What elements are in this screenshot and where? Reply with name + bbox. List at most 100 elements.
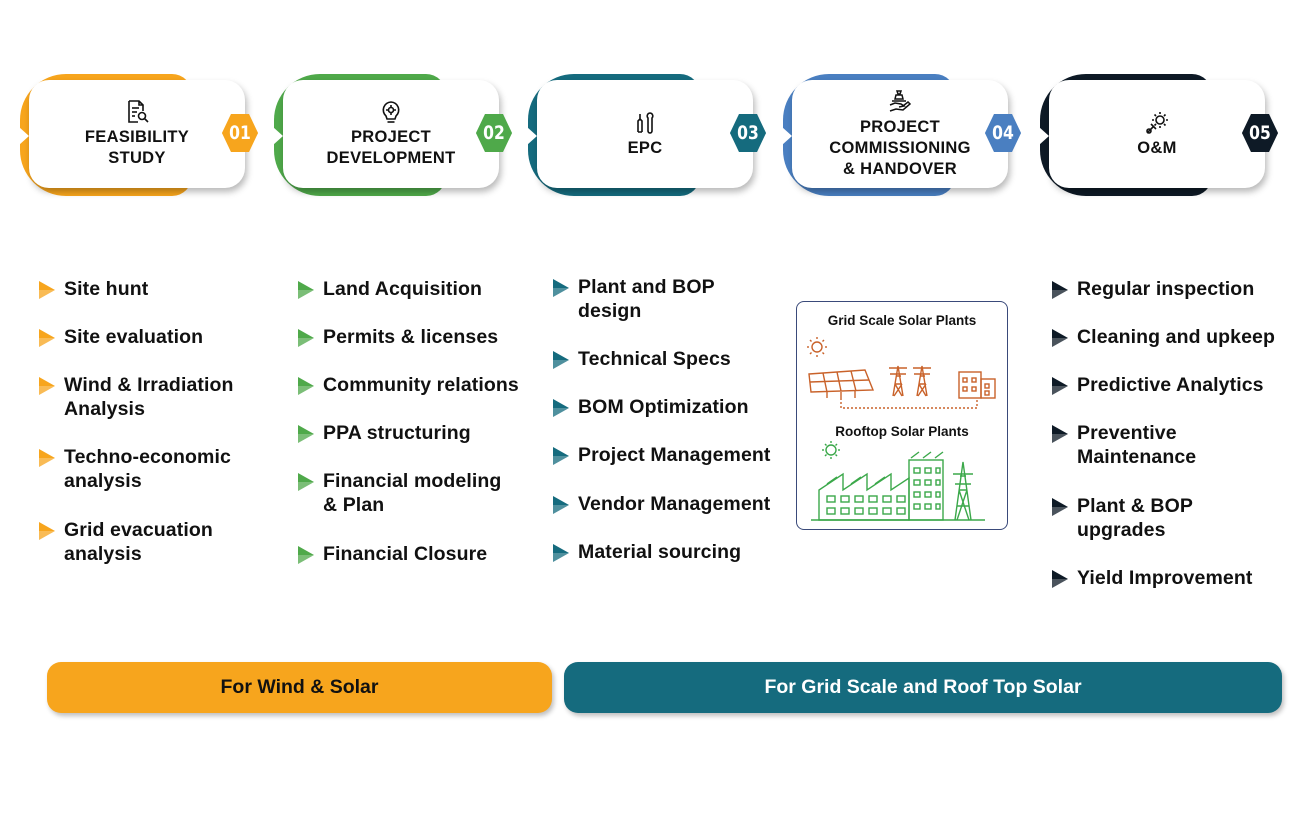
- triangle-bullet-icon: [298, 473, 314, 491]
- stage-card-body: PROJECT DEVELOPMENT: [283, 80, 499, 188]
- grid-scale-solar-illustration: [807, 337, 996, 409]
- stage-title: FEASIBILITY STUDY: [84, 128, 190, 167]
- stage-card-body: FEASIBILITY STUDY: [29, 80, 245, 188]
- lightbulb-gear-icon: [378, 99, 404, 125]
- list-item-text: Permits & licenses: [323, 326, 499, 348]
- transmission-tower-icon: [953, 461, 973, 521]
- stage-card-body: O&M: [1049, 80, 1265, 188]
- list-item: Community relations: [295, 373, 583, 397]
- stage-card-body: EPC: [537, 80, 753, 188]
- triangle-bullet-icon: [298, 425, 314, 443]
- list-item: Techno-economic analysis: [36, 445, 324, 493]
- list-item-text: Preventive Maintenance: [1077, 422, 1197, 468]
- report-search-icon: [124, 99, 150, 125]
- list-item-text: PPA structuring: [323, 422, 471, 444]
- triangle-bullet-icon: [553, 447, 569, 465]
- triangle-bullet-icon: [553, 496, 569, 514]
- triangle-bullet-icon: [298, 546, 314, 564]
- triangle-bullet-icon: [39, 329, 55, 347]
- stage-title: O&M: [1137, 138, 1177, 157]
- list-item-text: Community relations: [323, 374, 519, 396]
- list-item: Regular inspection: [1049, 277, 1306, 301]
- wind-solar-band: For Wind & Solar: [47, 662, 552, 713]
- list-item-text: Vendor Management: [578, 493, 771, 515]
- list-item: Site hunt: [36, 277, 324, 301]
- triangle-bullet-icon: [1052, 570, 1068, 588]
- list-item: Preventive Maintenance: [1049, 421, 1306, 469]
- triangle-bullet-icon: [553, 279, 569, 297]
- list-item-text: Site evaluation: [64, 326, 204, 348]
- list-item-text: Cleaning and upkeep: [1077, 326, 1276, 348]
- sun-icon: [807, 337, 827, 357]
- list-item: Site evaluation: [36, 325, 324, 349]
- stage-notch: [1039, 127, 1049, 145]
- list-item: Land Acquisition: [295, 277, 583, 301]
- list-item-text: Wind & Irradiation Analysis: [64, 374, 234, 420]
- grid-scale-title: Grid Scale Solar Plants: [827, 313, 977, 328]
- maintenance-gear-icon: [1144, 110, 1170, 136]
- list-item: Wind & Irradiation Analysis: [36, 373, 324, 421]
- rooftop-title: Rooftop Solar Plants: [835, 424, 969, 439]
- list-item-text: Site hunt: [64, 278, 149, 300]
- triangle-bullet-icon: [1052, 329, 1068, 347]
- stage-title: PROJECT DEVELOPMENT: [326, 128, 456, 167]
- list-item-text: Yield Improvement: [1077, 567, 1253, 589]
- list-item-text: Material sourcing: [578, 541, 742, 563]
- rooftop-solar-illustration: [811, 441, 985, 521]
- list-item-text: Plant & BOP upgrades: [1077, 495, 1193, 541]
- building-icon: [958, 371, 996, 399]
- list-item: Plant and BOP design: [550, 275, 838, 323]
- stage-card-body: PROJECT COMMISSIONING & HANDOVER: [792, 80, 1008, 188]
- triangle-bullet-icon: [553, 399, 569, 417]
- list-item: Material sourcing: [550, 540, 838, 564]
- list-item: Yield Improvement: [1049, 566, 1306, 590]
- stage-title: EPC: [627, 138, 663, 157]
- stage-notch: [782, 127, 792, 145]
- list-item: PPA structuring: [295, 421, 583, 445]
- list-item: Technical Specs: [550, 347, 838, 371]
- stage-notch: [527, 127, 537, 145]
- list-item: Predictive Analytics: [1049, 373, 1306, 397]
- tools-icon: [632, 110, 658, 136]
- triangle-bullet-icon: [298, 377, 314, 395]
- stage-title: PROJECT COMMISSIONING & HANDOVER: [829, 117, 971, 178]
- list-item: Financial modeling & Plan: [295, 469, 583, 517]
- handover-icon: [887, 89, 913, 115]
- triangle-bullet-icon: [39, 522, 55, 540]
- list-item: Vendor Management: [550, 492, 838, 516]
- triangle-bullet-icon: [1052, 281, 1068, 299]
- list-item-text: Plant and BOP design: [578, 276, 715, 322]
- list-item-text: Regular inspection: [1077, 278, 1255, 300]
- list-item-text: BOM Optimization: [578, 396, 749, 418]
- list-item: Plant & BOP upgrades: [1049, 494, 1306, 542]
- triangle-bullet-icon: [1052, 377, 1068, 395]
- list-item-text: Grid evacuation analysis: [64, 519, 213, 565]
- sun-icon: [822, 441, 840, 459]
- grid-rooftop-band: For Grid Scale and Roof Top Solar: [564, 662, 1282, 713]
- solar-panel-icon: [808, 369, 875, 398]
- triangle-bullet-icon: [553, 544, 569, 562]
- triangle-bullet-icon: [298, 281, 314, 299]
- factory-icon: [811, 451, 985, 521]
- commissioning-plants-box: Grid Scale Solar Plants: [796, 301, 1008, 530]
- list-item: Grid evacuation analysis: [36, 518, 324, 566]
- list-item: Permits & licenses: [295, 325, 583, 349]
- list-item-text: Predictive Analytics: [1077, 374, 1264, 396]
- triangle-bullet-icon: [39, 281, 55, 299]
- list-item: Financial Closure: [295, 542, 583, 566]
- triangle-bullet-icon: [1052, 498, 1068, 516]
- transmission-tower-icon: [889, 365, 931, 397]
- stage-notch: [273, 127, 283, 145]
- triangle-bullet-icon: [553, 351, 569, 369]
- list-item-text: Project Management: [578, 444, 771, 466]
- list-item: Cleaning and upkeep: [1049, 325, 1306, 349]
- triangle-bullet-icon: [1052, 425, 1068, 443]
- list-item-text: Financial modeling & Plan: [323, 470, 502, 516]
- triangle-bullet-icon: [39, 449, 55, 467]
- list-item-text: Land Acquisition: [323, 278, 483, 300]
